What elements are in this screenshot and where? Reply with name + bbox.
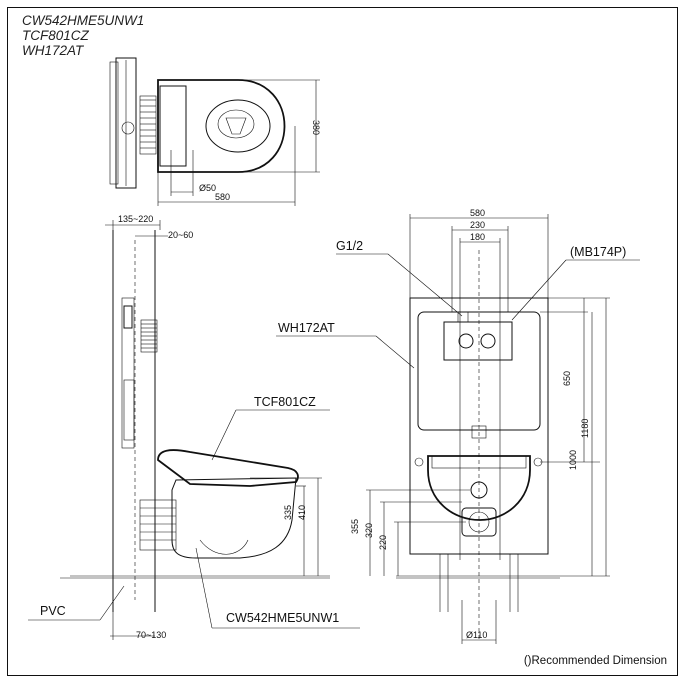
footnote: ()Recommended Dimension [523,655,667,667]
front-lower-outlet-dim: 220 [378,535,388,550]
top-length-dim: 580 [215,192,230,202]
top-view: Ø50 580 380 [109,57,321,206]
side-frame-offset-dim: 135~220 [118,214,153,224]
front-drain-opening [468,511,490,533]
side-floor-offset-dim: 70~130 [136,630,166,640]
leader-seat [211,409,237,461]
side-connector [139,499,177,551]
front-cistern [417,311,541,431]
leader-bowl [195,547,213,629]
side-rim-height-dim: 410 [297,505,307,520]
front-water-inlet [470,481,488,499]
side-bowl-body [171,477,297,559]
top-pipe-end [121,121,135,135]
leader-inlet [387,253,463,317]
top-depth-dim: 380 [311,120,321,135]
front-mid-outlet-dim: 320 [364,523,374,538]
label-pvc: PVC [40,604,66,618]
front-frame-width-dim: 580 [470,208,485,218]
front-frame-height-dim: 1180 [580,419,590,438]
label-seat: TCF801CZ [254,395,316,409]
model-list: CW542HME5UNW1 TCF801CZ WH172AT [22,13,144,58]
top-hatching [140,99,156,149]
model-code: TCF801CZ [22,28,89,43]
front-bowl [427,455,531,521]
front-pan-height-dim: 1000 [568,450,578,470]
top-seat-unit [159,85,187,167]
front-tank-height-dim: 650 [562,371,572,386]
front-flush-button [458,333,474,349]
front-seat [431,455,527,469]
top-bowl-opening [205,99,271,153]
side-view: 135~220 20~60 335 410 [28,214,360,640]
front-tank-width-dim: 230 [470,220,485,230]
model-code: CW542HME5UNW1 [22,13,145,28]
leader-frame [375,335,415,369]
front-view: 580 230 180 650 [276,208,640,644]
top-frame-rail [115,57,137,189]
label-inlet: G1/2 [336,239,363,253]
top-bowl-inner [217,109,255,139]
label-frame: WH172AT [278,321,335,335]
top-frame-bracket [109,61,119,185]
side-button-lines [141,323,157,349]
front-flush-plate [443,321,513,361]
top-trap [225,117,247,135]
label-plate: (MB174P) [570,245,626,259]
front-bolt [414,457,424,467]
side-frame-bracket [123,305,133,329]
side-wall-offset-dim: 20~60 [168,230,193,240]
side-connector-hatch [140,507,176,541]
front-flush-pipe [471,425,487,439]
top-fixing-block [139,95,157,155]
label-bowl: CW542HME5UNW1 [226,611,339,625]
leader-plate [511,259,567,321]
front-inlet-spacing-dim: 180 [470,232,485,242]
front-inlet-valve [457,311,469,323]
front-drain-dim: Ø110 [466,630,487,640]
top-outlet-dim: Ø50 [199,183,216,193]
side-frame-post [121,297,135,449]
model-code: WH172AT [22,43,84,58]
top-bowl-outline [157,79,286,173]
side-pipe-guide [123,379,135,441]
drawing-frame [7,7,678,676]
side-seat-height-dim: 335 [283,505,293,520]
front-upper-outlet-dim: 355 [350,519,360,534]
side-trap-curve [199,539,249,555]
side-seat-lid [157,449,299,487]
front-flush-button [480,333,496,349]
leader-pvc [99,585,125,621]
